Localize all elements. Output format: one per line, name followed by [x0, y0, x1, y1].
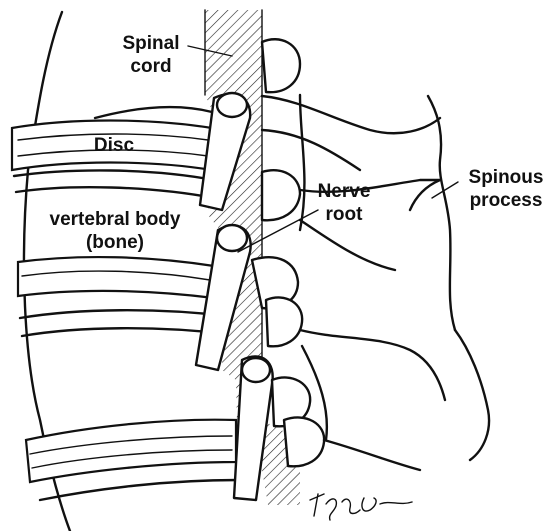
- spinous-process-label-line2: process: [458, 189, 554, 212]
- vertebral-body-label: vertebral body (bone): [10, 208, 220, 254]
- spinous-process-label-line1: Spinous: [458, 166, 554, 189]
- disc-label: Disc: [84, 134, 144, 157]
- artist-signature: [310, 494, 412, 520]
- vertebral-body-label-line1: vertebral body: [10, 208, 220, 231]
- nerve-root-label-line1: Nerve: [308, 180, 380, 203]
- vertebral-body-label-line2: (bone): [10, 231, 220, 254]
- nerve-root-label-line2: root: [308, 203, 380, 226]
- spinal-cord-label-line1: Spinal: [108, 32, 194, 55]
- posterior-elements: [252, 39, 445, 470]
- spinous-processes: [410, 96, 489, 460]
- spinal-cord-label: Spinal cord: [108, 32, 194, 78]
- spinous-process-label: Spinous process: [458, 166, 554, 212]
- vertebral-column: [12, 12, 238, 531]
- spinal-cord-label-line2: cord: [108, 55, 194, 78]
- nerve-root-label: Nerve root: [308, 180, 380, 226]
